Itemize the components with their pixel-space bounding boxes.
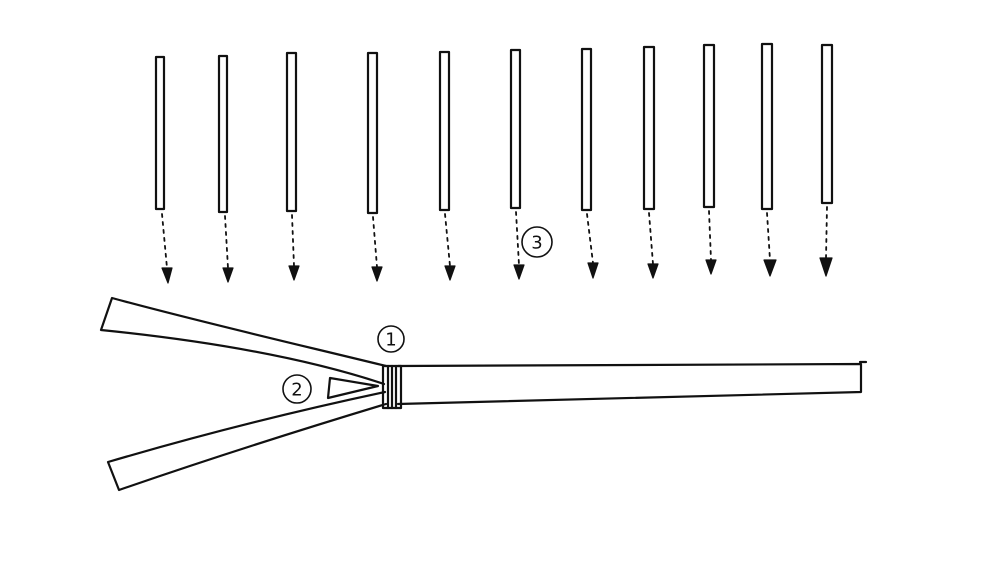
- motion-dashes: [708, 210, 712, 261]
- rod-shaft: [642, 45, 656, 211]
- motion-dashes: [291, 214, 295, 267]
- rod-shaft: [154, 55, 166, 211]
- arrow-head: [587, 262, 599, 279]
- rod-shaft: [509, 48, 522, 210]
- lower-branch: [106, 390, 388, 492]
- arrow-head: [371, 266, 383, 282]
- callout-ring: [377, 325, 405, 353]
- motion-dashes: [586, 213, 594, 264]
- rod-11: [819, 43, 834, 277]
- callout-label: 1: [385, 330, 396, 351]
- motion-dashes: [515, 211, 520, 266]
- motion-dashes: [161, 213, 168, 269]
- arrow-head: [222, 267, 234, 283]
- rod-shaft: [366, 51, 379, 215]
- callout-label: 2: [291, 380, 302, 401]
- rod-7: [580, 47, 599, 279]
- main-rod: [396, 362, 863, 406]
- arrow-head: [444, 265, 456, 281]
- rod-9: [702, 43, 717, 275]
- rod-shaft: [217, 54, 229, 214]
- callout-ring: [521, 226, 553, 258]
- arrow-head: [647, 263, 659, 279]
- motion-dashes: [372, 216, 378, 268]
- rod-shaft: [760, 42, 774, 211]
- rod-10: [760, 42, 777, 277]
- y-joint-assembly: [99, 296, 868, 492]
- rod-shaft: [285, 51, 298, 213]
- motion-dashes: [444, 213, 451, 267]
- rod-3: [285, 51, 300, 281]
- motion-dashes: [825, 206, 828, 259]
- motion-dashes: [766, 212, 771, 261]
- arrow-head: [161, 267, 173, 284]
- rod-1: [154, 55, 173, 284]
- callout-2: 2: [282, 374, 312, 404]
- rod-5: [438, 50, 456, 281]
- callout-3: 3: [521, 226, 553, 258]
- rod-2: [217, 54, 234, 283]
- motion-dashes: [224, 215, 229, 269]
- binding-wrap: [381, 364, 403, 410]
- arrow-head: [705, 259, 717, 275]
- falling-rods-group: [154, 42, 834, 284]
- arrow-head: [288, 265, 300, 281]
- arrow-head: [763, 259, 777, 277]
- callout-label: 3: [531, 233, 542, 254]
- rod-shaft: [702, 43, 716, 209]
- rod-shaft: [438, 50, 451, 212]
- rod-shaft: [820, 43, 834, 205]
- motion-dashes: [648, 212, 654, 265]
- callout-1: 1: [377, 325, 405, 353]
- rod-shaft: [580, 47, 593, 212]
- upper-branch: [99, 296, 388, 386]
- arrow-head: [513, 264, 525, 280]
- rod-8: [642, 45, 659, 279]
- callout-ring: [282, 374, 312, 404]
- rod-6: [509, 48, 525, 280]
- wedge: [326, 376, 380, 400]
- arrow-head: [819, 257, 833, 277]
- rod-4: [366, 51, 383, 282]
